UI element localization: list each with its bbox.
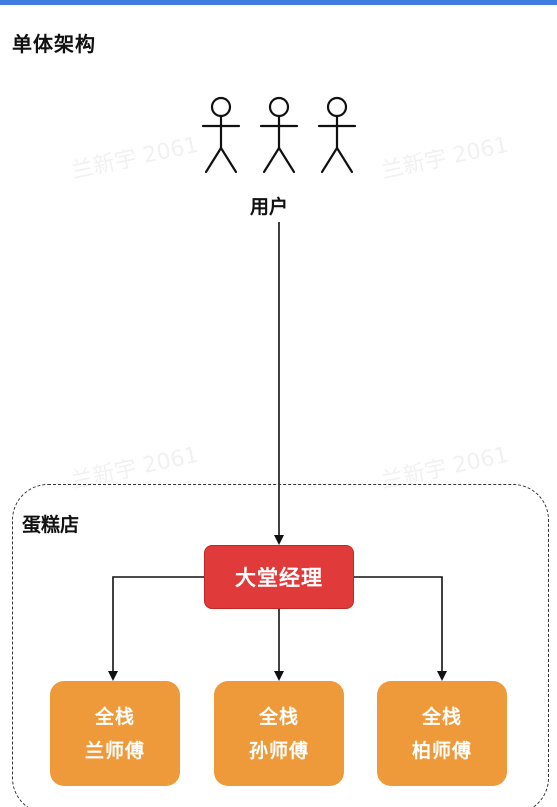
- cake-shop-label: 蛋糕店: [22, 514, 80, 536]
- user-figure-icon: [259, 96, 299, 174]
- chef-node-bai: 全栈 柏师傅: [377, 681, 507, 786]
- cake-shop-boundary: [12, 484, 549, 807]
- chef-role-label: 全栈: [258, 705, 299, 728]
- chef-name-label: 孙师傅: [248, 739, 309, 762]
- chef-role-label: 全栈: [94, 705, 135, 728]
- chef-name-label: 柏师傅: [411, 739, 472, 762]
- watermark: 兰新宇 2061: [379, 132, 511, 185]
- chef-node-sun: 全栈 孙师傅: [214, 681, 344, 786]
- diagram-title: 单体架构: [12, 32, 96, 56]
- chef-node-lan: 全栈 兰师傅: [50, 681, 180, 786]
- lobby-manager-label: 大堂经理: [235, 566, 323, 590]
- chef-name-label: 兰师傅: [84, 739, 145, 762]
- watermark: 兰新宇 2061: [69, 132, 201, 185]
- user-figure-icon: [201, 96, 241, 174]
- user-figure-icon: [317, 96, 357, 174]
- top-accent-bar: [0, 0, 557, 5]
- users-label: 用户: [250, 196, 289, 218]
- chef-role-label: 全栈: [421, 705, 462, 728]
- lobby-manager-node: 大堂经理: [204, 545, 354, 609]
